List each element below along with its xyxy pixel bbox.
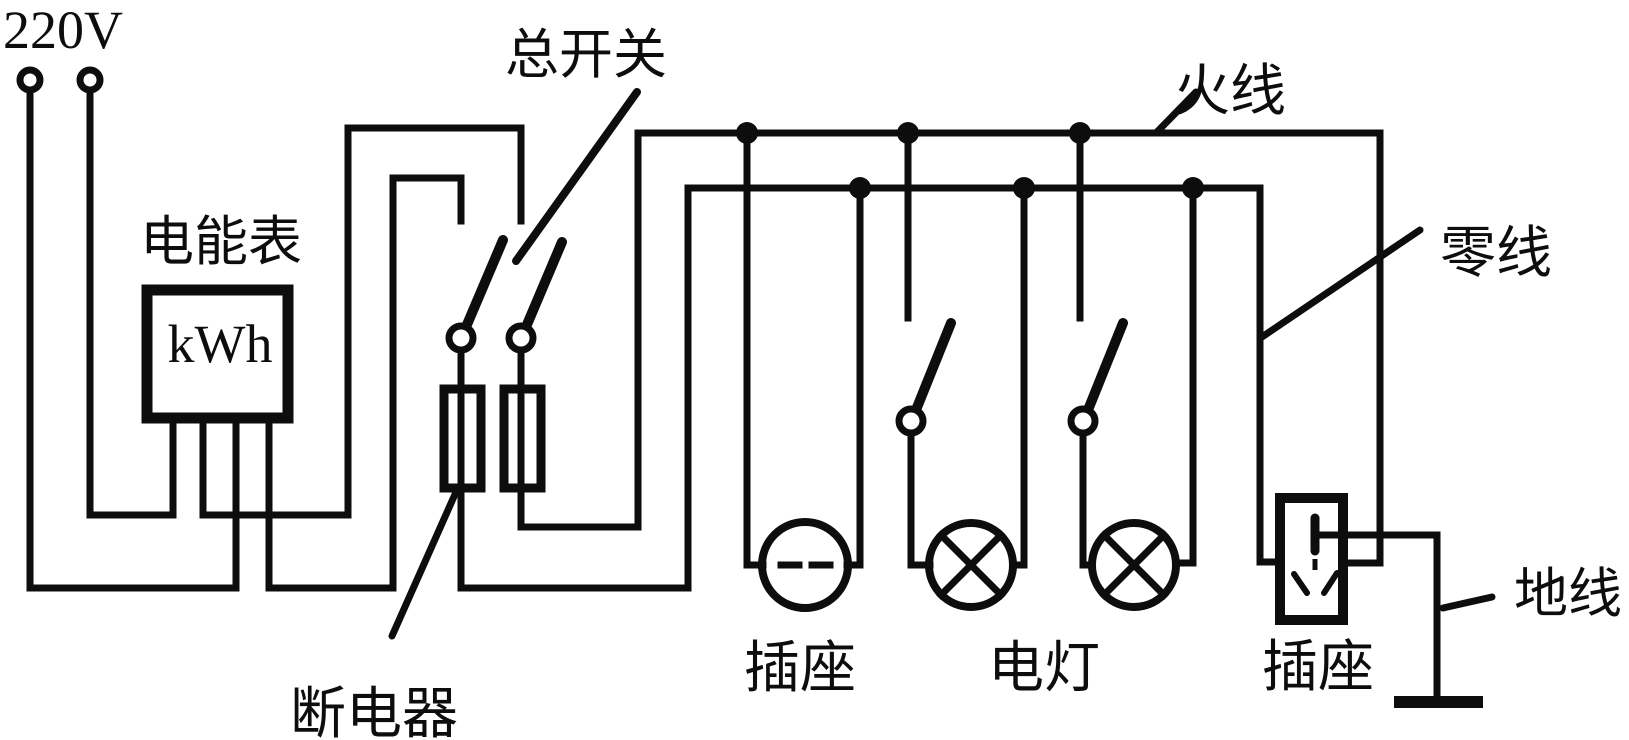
lamp-2: 电灯: [988, 129, 1197, 700]
fuse-box-icon: [499, 384, 546, 493]
switch-pivot-icon: [1067, 405, 1099, 437]
breaker-label: 断电器: [290, 684, 458, 740]
ground-wire-leader-line: [1439, 593, 1496, 612]
supply-wire-2: [86, 88, 177, 519]
earth-wire: [1314, 531, 1441, 702]
socket-symbol-icon: [1275, 493, 1348, 625]
lamp-neutral-wire: [1172, 184, 1197, 567]
neutral-wire-label: 零线: [1440, 223, 1552, 285]
lamp-live-wire: [1079, 429, 1096, 569]
fuse2-output-wire: [517, 129, 642, 531]
fuse1-output-wire: [457, 184, 692, 592]
fuse-box-icon: [439, 384, 486, 493]
lamp-cross-icon: [1099, 530, 1169, 600]
socket-prong-icon: [1291, 571, 1310, 596]
power-supply: 220V: [3, 0, 240, 592]
lamp-neutral-wire: [1009, 184, 1028, 569]
ground-wire-label: 地线: [1514, 564, 1622, 624]
socket-neutral-wire: [1256, 184, 1284, 566]
live-wire-leader-line: [1152, 88, 1200, 137]
energy-meter-box: [141, 284, 294, 424]
supply-terminal-icon: [76, 66, 104, 94]
socket-right-label: 插座: [1262, 637, 1374, 699]
breaker-fuses: 断电器: [290, 129, 692, 740]
socket-right: 插座 地线: [1256, 129, 1622, 708]
lamps-label: 电灯: [988, 638, 1100, 700]
lamp-live-wire: [907, 429, 934, 569]
meter-lead-4-to-switch: [265, 174, 465, 592]
switch-blade-icon: [521, 237, 567, 332]
socket-left: 插座: [743, 129, 864, 700]
live-wire-label: 火线: [1174, 61, 1286, 123]
breaker-leader-line: [388, 488, 460, 640]
socket-prong-icon: [1321, 570, 1340, 596]
lamp-cross-icon: [936, 530, 1006, 600]
switch-pivot-icon: [895, 405, 927, 437]
main-switch-leader-line: [512, 88, 641, 265]
energy-meter-label: 电能表: [140, 212, 302, 272]
switch-blade-icon: [911, 318, 956, 415]
energy-meter: 电能表 kWh: [140, 124, 525, 592]
socket-neutral-wire: [843, 184, 864, 569]
live-bus: 火线: [634, 61, 1384, 144]
lamp-1: [895, 129, 1028, 611]
switch-pivot-icon: [505, 322, 537, 354]
meter-lead-2-to-switch: [199, 124, 525, 519]
main-switch: 总开关: [445, 25, 667, 354]
supply-wire-1: [26, 88, 240, 592]
socket-live-wire: [1339, 129, 1384, 567]
neutral-bus: 零线: [684, 177, 1552, 341]
supply-terminal-icon: [16, 66, 44, 94]
switch-pivot-icon: [445, 322, 477, 354]
meter-unit-text: kWh: [168, 314, 273, 374]
switch-blade-icon: [1083, 318, 1128, 415]
neutral-wire-leader-line: [1258, 226, 1424, 341]
socket-live-wire: [743, 129, 767, 569]
switch-blade-icon: [461, 235, 508, 332]
main-switch-label: 总开关: [505, 25, 667, 85]
socket-symbol-icon: [758, 518, 852, 612]
supply-voltage-label: 220V: [3, 0, 123, 60]
socket-left-label: 插座: [744, 638, 856, 700]
